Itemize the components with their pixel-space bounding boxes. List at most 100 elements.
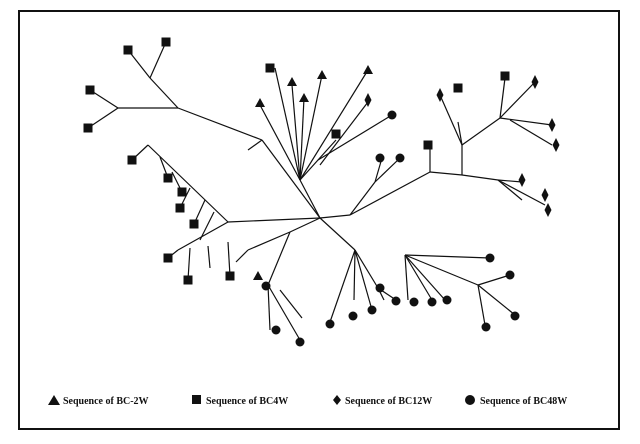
- tree-branch: [207, 245, 211, 269]
- tree-branch: [509, 119, 553, 146]
- circle-leaf-marker: [367, 305, 377, 315]
- legend-label: Sequence of BC-2W: [63, 396, 149, 407]
- tree-branch: [227, 217, 321, 223]
- square-leaf-marker: [331, 129, 341, 139]
- tree-branch: [477, 274, 511, 286]
- diamond-icon: [333, 395, 341, 405]
- tree-branch: [274, 67, 301, 181]
- circle-leaf-marker: [485, 253, 495, 263]
- tree-branch: [87, 107, 119, 129]
- tree-leaves: [83, 37, 560, 347]
- tree-branch: [199, 211, 215, 241]
- square-leaf-marker: [423, 140, 433, 150]
- tree-branch: [299, 69, 369, 181]
- diamond-leaf-marker: [364, 93, 372, 107]
- legend-item-bc4w: Sequence of BC4W: [192, 395, 288, 407]
- tree-branch: [261, 139, 321, 219]
- tree-branch: [247, 231, 291, 251]
- circle-leaf-marker: [325, 319, 335, 329]
- legend-label: Sequence of BC48W: [480, 396, 567, 407]
- tree-branch: [349, 181, 376, 216]
- tree-branch: [177, 221, 229, 251]
- tree-branch: [429, 171, 463, 176]
- tree-branch: [235, 249, 249, 263]
- circle-leaf-marker: [391, 296, 401, 306]
- tree-branch: [177, 107, 263, 141]
- square-leaf-marker: [225, 271, 235, 281]
- tree-branch: [461, 117, 501, 146]
- circle-leaf-marker: [375, 283, 385, 293]
- diamond-leaf-marker: [436, 88, 444, 102]
- square-leaf-marker: [161, 37, 171, 47]
- triangle-leaf-marker: [287, 77, 297, 86]
- circle-leaf-marker: [481, 322, 491, 332]
- tree-branch: [267, 284, 271, 331]
- tree-branch: [289, 217, 321, 233]
- tree-branch: [404, 254, 446, 301]
- circle-leaf-marker: [387, 110, 397, 120]
- tree-branch: [227, 241, 231, 277]
- tree-branch: [497, 179, 546, 206]
- diamond-leaf-marker: [544, 203, 552, 217]
- tree-branch: [149, 41, 167, 79]
- tree-branch: [354, 249, 373, 311]
- legend-label: Sequence of BC4W: [206, 396, 288, 407]
- triangle-leaf-marker: [363, 65, 373, 74]
- tree-branch: [353, 249, 356, 301]
- tree-branch: [461, 174, 499, 181]
- diamond-leaf-marker: [548, 118, 556, 132]
- circle-leaf-marker: [505, 270, 515, 280]
- tree-branch: [329, 249, 356, 323]
- tree-branch: [404, 254, 491, 259]
- legend-item-bc48w: Sequence of BC48W: [465, 395, 567, 407]
- square-leaf-marker: [500, 71, 510, 81]
- circle-leaf-marker: [442, 295, 452, 305]
- tree-branch: [477, 284, 516, 316]
- diamond-leaf-marker: [531, 75, 539, 89]
- tree-branch: [247, 139, 263, 151]
- triangle-leaf-marker: [299, 93, 309, 102]
- square-leaf-marker: [163, 173, 173, 183]
- tree-branch: [267, 231, 291, 286]
- tree-branches: [87, 41, 553, 341]
- diamond-leaf-marker: [552, 138, 560, 152]
- square-leaf-marker: [189, 219, 199, 229]
- square-leaf-marker: [177, 187, 187, 197]
- square-leaf-marker: [123, 45, 133, 55]
- triangle-icon: [48, 395, 60, 405]
- tree-branch: [354, 249, 379, 289]
- circle-leaf-marker: [271, 325, 281, 335]
- triangle-leaf-marker: [253, 271, 263, 280]
- tree-branch: [89, 89, 119, 109]
- triangle-leaf-marker: [317, 70, 327, 79]
- tree-branch: [187, 247, 191, 281]
- tree-branch: [499, 117, 553, 126]
- tree-branch: [499, 77, 506, 119]
- circle-leaf-marker: [375, 153, 385, 163]
- tree-branch: [319, 214, 351, 219]
- circle-leaf-marker: [409, 297, 419, 307]
- square-leaf-marker: [163, 253, 173, 263]
- tree-branch: [497, 179, 523, 183]
- circle-leaf-marker: [510, 311, 520, 321]
- tree-branch: [349, 171, 431, 216]
- tree-branch: [319, 217, 356, 251]
- circle-icon: [465, 395, 475, 405]
- diamond-leaf-marker: [518, 173, 526, 187]
- tree-branch: [499, 81, 536, 119]
- diamond-leaf-marker: [541, 188, 549, 202]
- legend-label: Sequence of BC12W: [345, 396, 432, 407]
- tree-branch: [279, 289, 303, 319]
- tree-branch: [259, 104, 301, 181]
- square-icon: [192, 395, 201, 404]
- square-leaf-marker: [183, 275, 193, 285]
- tree-branch: [317, 114, 393, 161]
- square-leaf-marker: [85, 85, 95, 95]
- square-leaf-marker: [453, 83, 463, 93]
- tree-branch: [404, 254, 479, 286]
- tree-branch: [149, 77, 179, 109]
- tree-branch: [404, 254, 409, 301]
- tree-branch: [299, 179, 321, 219]
- square-leaf-marker: [265, 63, 275, 73]
